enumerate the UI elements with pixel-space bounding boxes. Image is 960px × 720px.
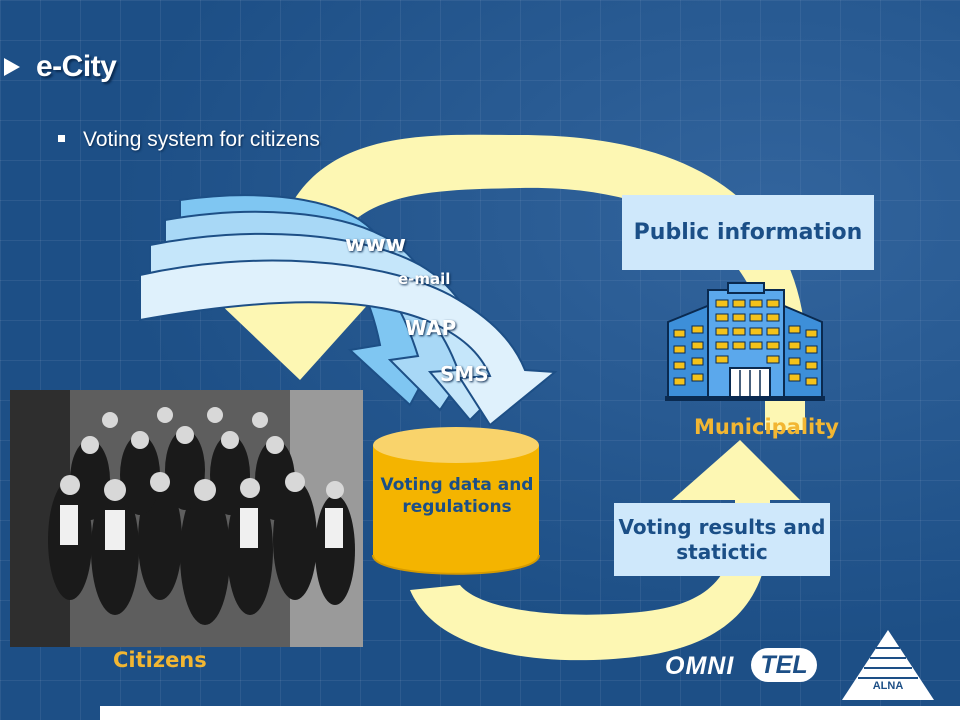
group-photo-image [10, 390, 363, 647]
citizens-label: Citizens [113, 648, 207, 672]
citizens-photo [10, 390, 363, 647]
title-triangle-icon [4, 58, 20, 76]
cycle-arrowhead-right [672, 440, 800, 500]
channel-arrow-sms [139, 259, 558, 427]
omnitel-logo-left: OMNI [665, 652, 735, 680]
public-information-text: Public information [633, 219, 863, 245]
omnitel-logo: OMNI TEL [665, 648, 820, 682]
alna-logo-text: ALNA [872, 680, 904, 692]
voting-results-box: Voting results and statictic [614, 503, 830, 576]
channel-arrows [139, 194, 558, 427]
alna-logo-icon [842, 630, 934, 700]
slide-title: e-City [36, 50, 117, 83]
channel-label-email: e-mail [398, 270, 451, 288]
public-information-box: Public information [622, 195, 874, 270]
voting-results-text: Voting results and statictic [618, 514, 826, 564]
channel-label-sms: SMS [440, 362, 489, 386]
channel-label-www: www [345, 232, 406, 257]
bullet-square-icon [58, 134, 65, 142]
bullet-item: Voting system for citizens [58, 128, 320, 152]
cycle-arrow-bottom [410, 480, 770, 661]
channel-label-wap: WAP [405, 316, 457, 340]
municipality-label: Municipality [694, 415, 839, 439]
bullet-text: Voting system for citizens [83, 128, 320, 151]
omnitel-logo-right: TEL [751, 648, 817, 682]
office-building-icon [665, 282, 825, 401]
database-icon [372, 427, 540, 575]
voting-data-label: Voting data and regulations [380, 475, 534, 518]
bottom-strip [100, 706, 960, 720]
